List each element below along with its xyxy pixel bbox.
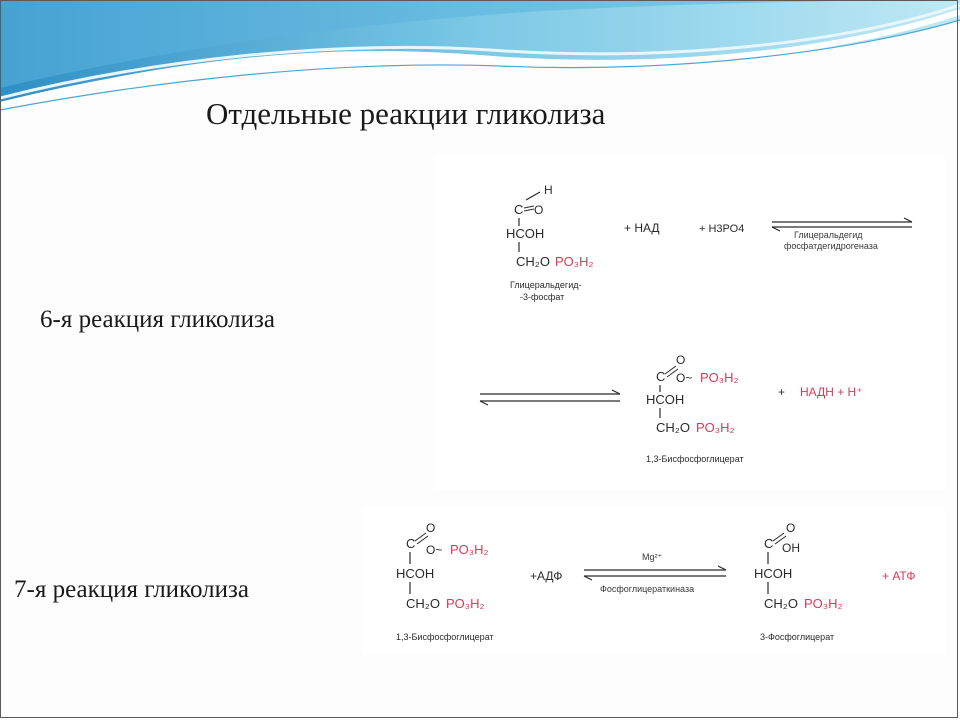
plus-nad: + НАД [624, 221, 660, 235]
svg-text:CH₂O: CH₂O [764, 596, 798, 611]
svg-text:HCOH: HCOH [396, 566, 434, 581]
wave-header-decoration [0, 0, 960, 111]
svg-text:CH₂O: CH₂O [656, 420, 690, 435]
svg-text:O: O [786, 521, 795, 535]
svg-text:C: C [514, 202, 523, 217]
svg-text:HCOH: HCOH [646, 392, 684, 407]
reaction-6-label: 6-я реакция гликолиза [40, 306, 275, 333]
phosphoglycerate-structure: O C OH HCOH CH₂O PO₃H₂ [754, 521, 843, 611]
reaction-6-scheme: H C O HCOH CH₂O PO₃H₂ Глицеральдегид- -3… [434, 156, 946, 490]
svg-text:CH₂O: CH₂O [406, 596, 440, 611]
svg-text:C: C [764, 536, 773, 551]
substrate-name-line2: -3-фосфат [520, 292, 564, 302]
svg-text:PO₃H₂: PO₃H₂ [555, 254, 594, 269]
svg-text:PO₃H₂: PO₃H₂ [696, 420, 735, 435]
svg-text:PO₃H₂: PO₃H₂ [700, 370, 739, 385]
bisphosphoglycerate-structure-r7: O C O~ PO₃H₂ HCOH CH₂O PO₃H₂ [396, 521, 489, 611]
equilibrium-arrows-1 [771, 217, 913, 232]
plus-h3po4: + Н3РО4 [699, 223, 744, 235]
product-name: 1,3-Бисфосфоглицерат [646, 454, 744, 464]
product-name-r7: 3-Фосфоглицерат [760, 632, 834, 642]
svg-text:O: O [426, 521, 435, 535]
svg-text:O: O [534, 203, 543, 217]
equilibrium-arrows-2 [479, 389, 621, 406]
mg-cofactor: Mg²⁺ [642, 552, 662, 562]
enzyme-line2: фосфатдегидрогеназа [784, 241, 878, 251]
substrate-name-line1: Глицеральдегид- [510, 280, 581, 290]
svg-text:C: C [406, 536, 415, 551]
svg-text:H: H [544, 183, 553, 197]
nadh-product: НАДН + Н⁺ [800, 385, 863, 399]
bisphosphoglycerate-structure: O C O~ PO₃H₂ HCOH CH₂O PO₃H₂ [646, 353, 739, 435]
reaction-7-scheme: O C O~ PO₃H₂ HCOH CH₂O PO₃H₂ 1,3-Бисфосф… [362, 508, 946, 654]
reaction-7-label: 7-я реакция гликолиза [14, 576, 249, 603]
slide-title: Отдельные реакции гликолиза [206, 96, 606, 131]
plus-adp: +АДФ [530, 569, 562, 583]
plus-sign: + [778, 385, 785, 399]
enzyme-line1: Глицеральдегид [794, 230, 863, 240]
svg-text:O~: O~ [676, 371, 692, 385]
svg-text:CH₂O: CH₂O [516, 254, 550, 269]
svg-text:OH: OH [782, 541, 800, 555]
svg-text:PO₃H₂: PO₃H₂ [450, 542, 489, 557]
svg-text:PO₃H₂: PO₃H₂ [446, 596, 485, 611]
svg-text:O~: O~ [426, 543, 442, 557]
enzyme-r7: Фосфоглицераткиназа [600, 584, 694, 594]
equilibrium-arrows-3 [583, 565, 727, 581]
svg-text:HCOH: HCOH [506, 226, 544, 241]
svg-text:C: C [656, 369, 665, 384]
plus-atp: + АТФ [882, 569, 915, 583]
glyceraldehyde-3-phosphate-structure: H C O HCOH CH₂O PO₃H₂ [506, 183, 594, 269]
svg-text:O: O [676, 353, 685, 367]
svg-text:HCOH: HCOH [754, 566, 792, 581]
substrate-name-r7: 1,3-Бисфосфоглицерат [396, 632, 494, 642]
svg-text:PO₃H₂: PO₃H₂ [804, 596, 843, 611]
